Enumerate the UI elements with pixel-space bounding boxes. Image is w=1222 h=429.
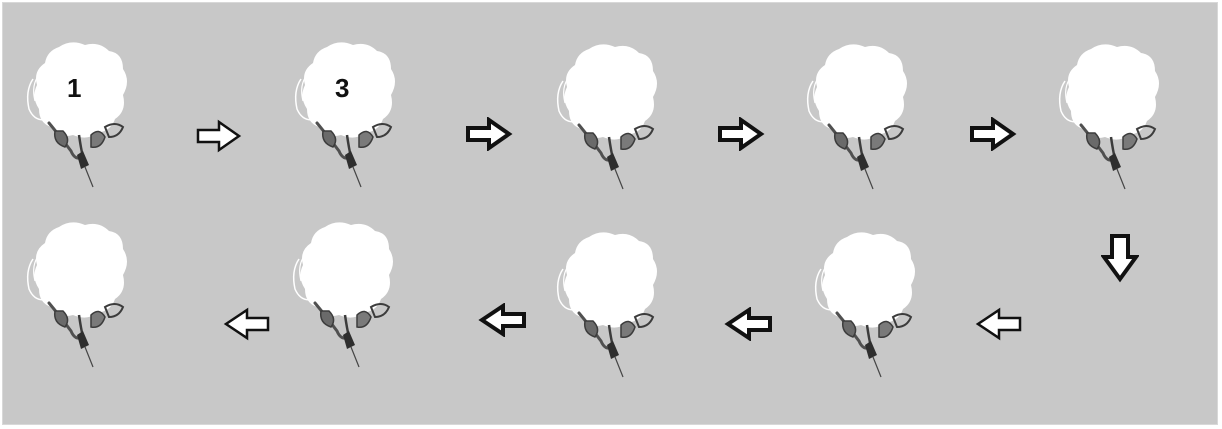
arrow-left-icon	[477, 303, 527, 337]
cotton-boll-stage-3	[549, 41, 689, 191]
cotton-boll-stage-9	[19, 219, 159, 369]
cotton-boll-stage-6	[807, 229, 947, 379]
cotton-boll-stage-8	[285, 219, 425, 369]
stage-number-label: 3	[335, 75, 349, 101]
cotton-boll-stage-1	[19, 39, 159, 189]
arrow-left-icon	[723, 307, 773, 341]
arrow-right-icon	[717, 117, 765, 151]
cotton-boll-stage-2	[287, 39, 427, 189]
arrow-down-icon	[1101, 233, 1139, 283]
cotton-boll-stage-7	[549, 229, 689, 379]
cotton-boll-stage-5	[1051, 41, 1191, 191]
arrow-left-icon	[221, 307, 271, 341]
arrow-right-icon	[969, 117, 1017, 151]
arrow-left-icon	[973, 307, 1023, 341]
cotton-boll-stage-4	[799, 41, 939, 191]
stage-number-label: 1	[67, 75, 81, 101]
arrow-right-icon	[195, 119, 243, 153]
arrow-right-icon	[465, 117, 513, 151]
